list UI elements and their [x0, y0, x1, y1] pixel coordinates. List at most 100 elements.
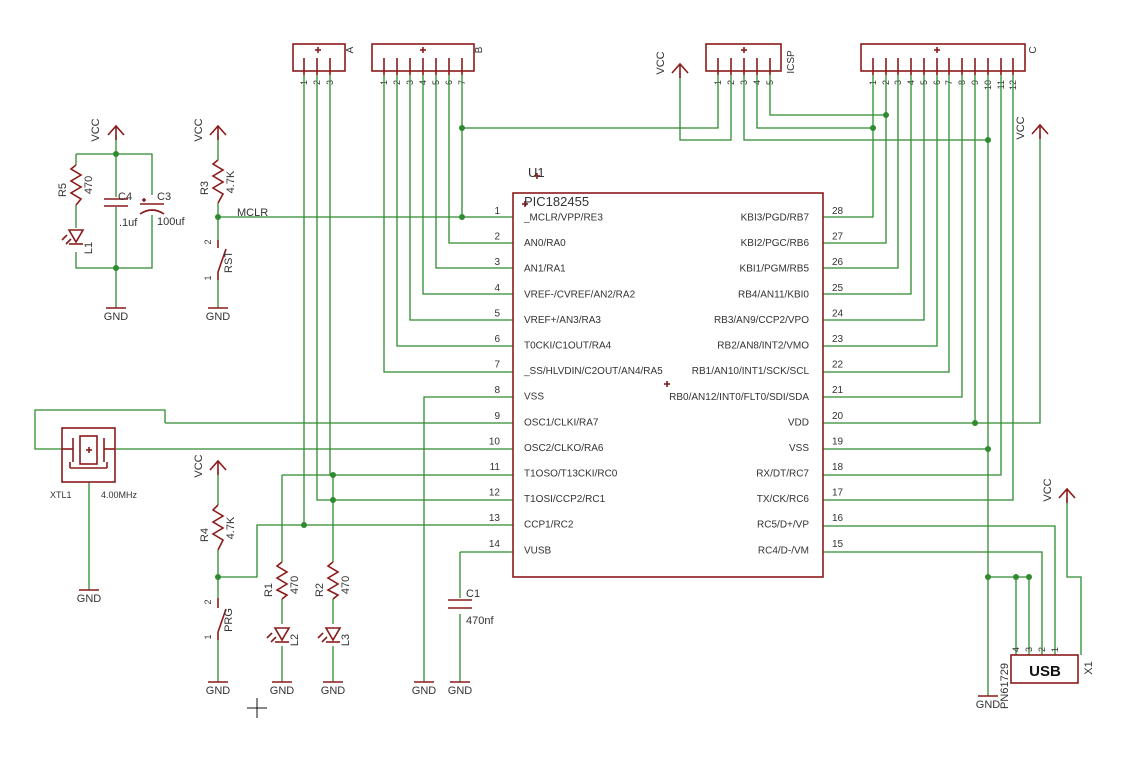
rst-pin-2: 2 — [203, 239, 213, 244]
l2-ref: L2 — [289, 634, 301, 646]
chip-right-pin-name: RB3/AN9/CCP2/VPO — [714, 315, 809, 326]
chip-right-pin-number: 24 — [832, 308, 844, 319]
chip-left-pin-name: AN0/RA0 — [524, 238, 566, 249]
header-icsp-name: ICSP — [786, 50, 797, 74]
gnd-symbol-7: GND — [412, 681, 436, 697]
chip-left-pin-number: 2 — [494, 232, 500, 243]
gnd-label-1: GND — [104, 311, 129, 323]
chip-right-pin-number: 21 — [832, 385, 844, 396]
c3-ref: C3 — [157, 191, 171, 203]
c4-ref: C4 — [118, 191, 132, 203]
c4-value: .1uf — [119, 217, 138, 229]
chip-left-pin-number: 7 — [494, 360, 500, 371]
xtl1-crystal: XTL1 4.00MHz — [50, 427, 138, 500]
chip-left-pin-name: VREF-/CVREF/AN2/RA2 — [524, 289, 636, 300]
vcc-label-3: VCC — [193, 454, 205, 477]
xtl1-ref: XTL1 — [50, 490, 72, 500]
usb-pin-2: 2 — [1037, 647, 1047, 652]
chip-right-pin-name: RB0/AN12/INT0/FLT0/SDI/SDA — [669, 392, 809, 403]
chip-left-pin-number: 1 — [494, 206, 500, 217]
header-icsp: ICSP 1 2 3 4 5 — [705, 43, 797, 85]
chip-right-pin-name: VDD — [788, 417, 809, 428]
chip-left-pin-name: CCP1/RC2 — [524, 520, 574, 531]
x1-usb-connector: USB 4 3 2 1 X1 PN61729 — [999, 647, 1095, 709]
r1-resistor: R1 470 — [263, 561, 301, 600]
chip-right-pin-name: KBI2/PGC/RB6 — [741, 238, 810, 249]
gnd-symbol-4: GND — [206, 681, 230, 697]
header-a-name: A — [345, 46, 356, 53]
r3-value: 4.7K — [225, 170, 237, 193]
prg-pin-2: 2 — [203, 599, 213, 604]
r1-value: 470 — [289, 576, 301, 594]
prg-pin-1: 1 — [203, 634, 213, 639]
chip-right-pin-name: RC4/D-/VM — [758, 545, 809, 556]
chip-left-pin-name: T0CKI/C1OUT/RA4 — [524, 341, 612, 352]
c3-value: 100uf — [157, 216, 185, 228]
gnd-label-9: GND — [976, 699, 1001, 711]
chip-left-pin-name: AN1/RA1 — [524, 264, 566, 275]
vcc-symbol-3: VCC — [193, 454, 227, 478]
chip-right-pin-name: VSS — [789, 443, 809, 454]
chip-left-pin-number: 6 — [494, 334, 500, 345]
chip-left-pin-name: _SS/HLVDIN/C2OUT/AN4/RA5 — [523, 366, 663, 377]
chip-left-pin-number: 12 — [489, 488, 501, 499]
gnd-symbol-3: GND — [77, 589, 101, 605]
chip-left-pin-number: 3 — [494, 257, 500, 268]
l1-led: L1 — [61, 229, 95, 254]
mclr-label: MCLR — [237, 207, 268, 219]
vcc-symbol-6: VCC — [1042, 478, 1076, 503]
rst-ref: RST — [223, 251, 235, 273]
l3-led: L3 — [317, 627, 352, 646]
chip-right-pin-number: 18 — [832, 462, 844, 473]
gnd-symbol-1: GND — [104, 307, 129, 323]
chip-left-pin-name: VSS — [524, 392, 544, 403]
crosshair-cursor-icon — [247, 698, 267, 718]
chip-right-pin-name: RX/DT/RC7 — [756, 469, 809, 480]
header-a: A 1 2 3 — [292, 43, 356, 85]
chip-left-pin-number: 10 — [489, 436, 501, 447]
chip-left-pin-name: _MCLR/VPP/RE3 — [523, 213, 603, 224]
gnd-symbol-9: GND — [976, 695, 1001, 711]
wires — [34, 73, 1082, 696]
vcc-label-2: VCC — [193, 118, 205, 141]
usb-pin-4: 4 — [1011, 647, 1021, 652]
chip-left-pin-number: 14 — [489, 539, 501, 550]
chip-right-pin-number: 26 — [832, 257, 844, 268]
vcc-symbol-4: VCC — [655, 51, 689, 78]
c1-capacitor: C1 470nf — [448, 588, 494, 627]
vcc-symbol-5: VCC — [1015, 116, 1049, 140]
l2-led: L2 — [266, 627, 301, 646]
chip-right-pin-name: RB4/AN11/KBI0 — [738, 289, 809, 300]
chip-value: PIC182455 — [524, 194, 589, 209]
header-b-name: B — [474, 46, 485, 53]
gnd-symbol-2: GND — [206, 307, 230, 323]
gnd-label-8: GND — [448, 685, 473, 697]
chip-right-pin-number: 16 — [832, 513, 844, 524]
chip-right-pin-number: 15 — [832, 539, 844, 550]
x1-ref: X1 — [1083, 661, 1095, 674]
chip-left-pin-number: 9 — [494, 411, 500, 422]
c4-capacitor: C4 .1uf — [104, 191, 138, 229]
xtl1-value: 4.00MHz — [101, 490, 138, 500]
chip-right-pin-name: RB1/AN10/INT1/SCK/SCL — [692, 366, 810, 377]
header-c-name: C — [1028, 46, 1039, 53]
chip-left-pin-name: VUSB — [524, 545, 552, 556]
gnd-label-6: GND — [321, 685, 346, 697]
gnd-symbol-8: GND — [448, 681, 473, 697]
chip-left-pin-number: 4 — [494, 283, 500, 294]
r3-ref: R3 — [199, 181, 211, 195]
x1-body-label: USB — [1029, 663, 1061, 680]
junctions — [113, 112, 1032, 580]
header-b: B 1 2 3 4 5 6 7 — [371, 43, 485, 85]
chip-right-pin-name: TX/CK/RC6 — [757, 494, 810, 505]
r5-resistor: R5 470 — [57, 164, 95, 206]
r4-value: 4.7K — [225, 516, 237, 539]
r5-value: 470 — [83, 176, 95, 194]
chip-left-pin-number: 8 — [494, 385, 500, 396]
chip-right-pin-number: 27 — [832, 232, 844, 243]
vcc-label-1: VCC — [90, 118, 102, 141]
chip-right-pin-number: 25 — [832, 283, 844, 294]
r2-value: 470 — [340, 576, 352, 594]
r5-ref: R5 — [57, 183, 69, 197]
